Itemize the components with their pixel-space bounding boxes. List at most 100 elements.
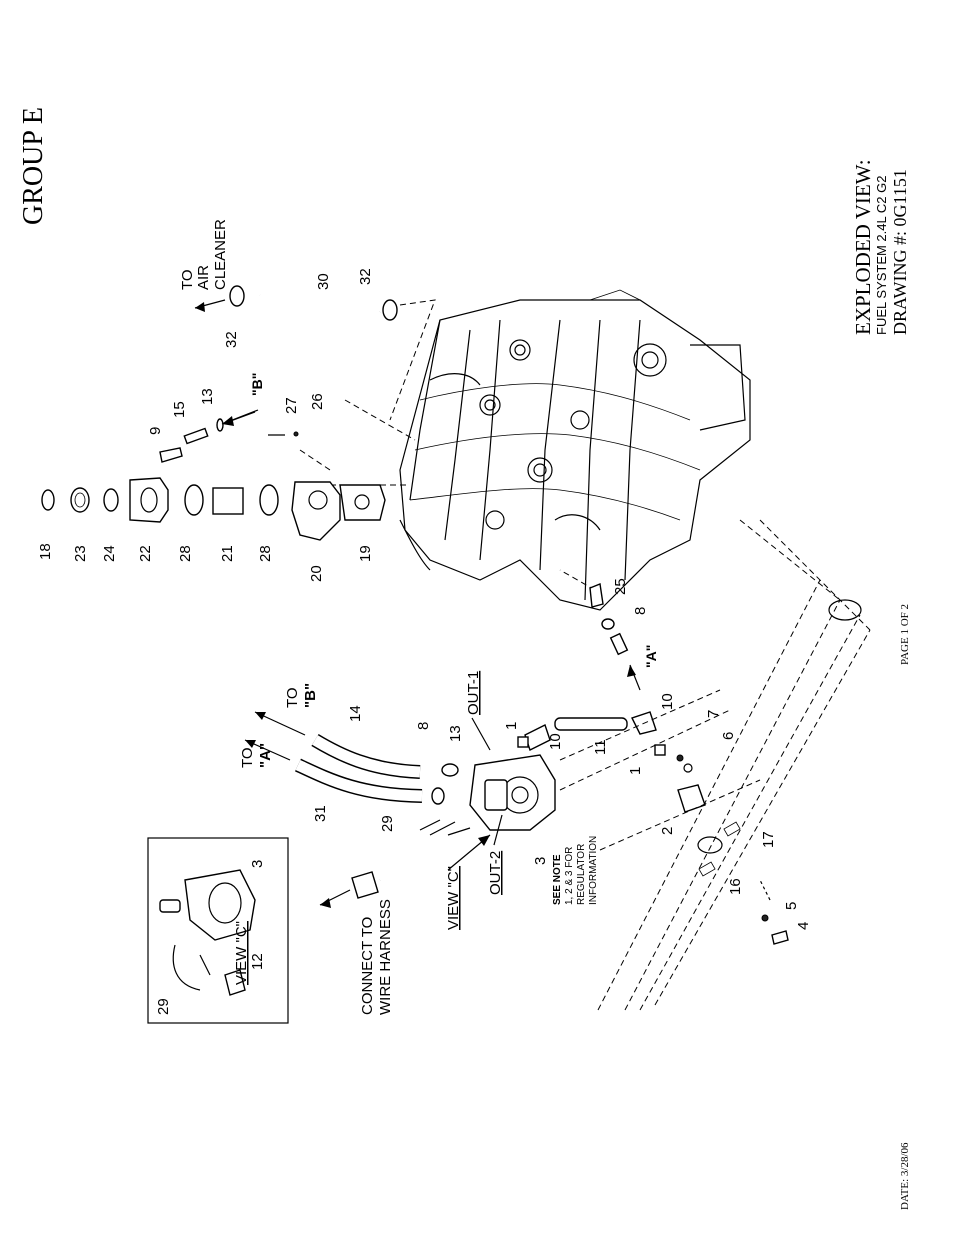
callout-8a: 8: [632, 607, 649, 615]
callout-15: 15: [171, 401, 188, 418]
label-to-a-quote: "A": [257, 743, 274, 768]
connector-12: [224, 969, 246, 996]
throttle-adapter-22: [129, 477, 169, 523]
title-exploded-view: EXPLODED VIEW:: [851, 159, 875, 335]
o-ring-24: [103, 488, 119, 512]
callout-17: 17: [760, 831, 777, 848]
label-to-b: TO: [284, 687, 301, 708]
hose-clamp-32a: [229, 285, 245, 307]
seal-23: [70, 487, 90, 513]
callout-31: 31: [312, 805, 329, 822]
note-line-1: SEE NOTE: [552, 854, 563, 905]
clamp-8a: [601, 618, 615, 630]
fitting-15: [183, 427, 209, 445]
callout-24: 24: [101, 545, 118, 562]
callout-2: 2: [659, 827, 676, 835]
clamp-8b: [431, 787, 445, 805]
callout-22: 22: [137, 545, 154, 562]
callout-5: 5: [783, 902, 800, 910]
note-line-4: INFORMATION: [588, 836, 599, 905]
drawing-date: DATE: 3/28/06: [899, 1142, 911, 1210]
callout-4: 4: [795, 922, 812, 930]
callout-25: 25: [612, 578, 629, 595]
fitting-25: [589, 583, 604, 608]
fuel-fitting-a: [589, 583, 641, 691]
clamp-13a: [216, 418, 224, 432]
title-drawing-number: DRAWING #: 0G1151: [890, 169, 910, 335]
page-number: PAGE 1 OF 2: [899, 604, 911, 665]
frame-rail: [559, 519, 871, 1011]
callout-28a: 28: [177, 545, 194, 562]
label-to-b-quote: "B": [302, 683, 319, 708]
fitting-9: [159, 447, 183, 463]
hose-clamp-28a: [184, 484, 204, 516]
label-air: AIR: [195, 265, 212, 290]
label-connect-to: CONNECT TO: [359, 917, 376, 1015]
hose-11: [554, 717, 628, 731]
label-out-1: OUT-1: [465, 671, 482, 715]
callout-12: 12: [249, 953, 266, 970]
group-label: GROUP E: [18, 107, 49, 225]
callout-1a: 1: [503, 722, 520, 730]
callout-27: 27: [283, 397, 300, 414]
label-a-arrow: "A": [643, 645, 659, 668]
callout-7: 7: [705, 710, 722, 718]
callout-8b: 8: [415, 722, 432, 730]
nut-6: [683, 763, 693, 773]
callout-1b: 1: [627, 767, 644, 775]
clamp-13b: [441, 763, 459, 777]
callout-10b: 10: [659, 693, 676, 710]
leader-out-1: [471, 717, 491, 751]
callout-11: 11: [592, 739, 609, 755]
engine-block: [399, 289, 751, 611]
bracket-2: [677, 784, 706, 813]
gasket-19: [339, 484, 386, 521]
label-17: [723, 821, 741, 837]
callout-19: 19: [357, 545, 374, 562]
label-b-arrow: "B": [249, 373, 265, 396]
callout-23: 23: [72, 545, 89, 562]
callout-3b: 3: [249, 860, 266, 868]
fitting-1a: [517, 736, 529, 748]
callout-20: 20: [308, 565, 325, 582]
callout-32b: 32: [357, 268, 374, 285]
o-ring-18: [41, 489, 55, 511]
note-line-2: 1, 2 & 3 FOR: [564, 847, 575, 905]
fuel-hoses: [244, 711, 423, 803]
note-line-3: REGULATOR: [576, 844, 587, 905]
callout-18: 18: [37, 543, 54, 560]
callout-26: 26: [309, 393, 326, 410]
callout-21: 21: [219, 545, 236, 562]
fitting-1b: [654, 744, 666, 756]
label-cleaner: CLEANER: [212, 219, 229, 290]
regulator-assembly: [431, 711, 706, 831]
callout-32a: 32: [223, 331, 240, 348]
label-16: [698, 861, 716, 877]
callout-29b: 29: [155, 998, 172, 1015]
callout-28b: 28: [257, 545, 274, 562]
callout-30: 30: [315, 273, 332, 290]
air-cleaner-hose: [194, 285, 398, 328]
label-view-c-inset: VIEW "C": [233, 921, 250, 985]
bolt-4: [771, 930, 789, 945]
title-fuel-system: FUEL SYSTEM 2.4L C2 G2: [874, 176, 889, 335]
callout-14: 14: [347, 705, 364, 722]
label-to-air: TO: [179, 269, 196, 290]
callout-9: 9: [147, 427, 164, 435]
callout-29a: 29: [379, 815, 396, 832]
label-wire-harness: WIRE HARNESS: [377, 899, 394, 1015]
callout-16: 16: [727, 878, 744, 895]
callout-10a: 10: [547, 733, 564, 750]
label-out-2: OUT-2: [487, 851, 504, 895]
label-view-c: VIEW "C": [445, 866, 462, 930]
hose-clamp-28b: [259, 484, 279, 516]
label-to-a: TO: [239, 747, 256, 768]
callout-13a: 13: [199, 388, 216, 405]
callout-3a: 3: [532, 857, 549, 865]
leader-out-2: [493, 814, 503, 846]
view-c-inset: [147, 837, 289, 1024]
wire-harness: [319, 819, 496, 908]
washer-7: [676, 754, 684, 762]
throttle-body-stack: [41, 411, 386, 541]
hose-21: [212, 487, 244, 515]
